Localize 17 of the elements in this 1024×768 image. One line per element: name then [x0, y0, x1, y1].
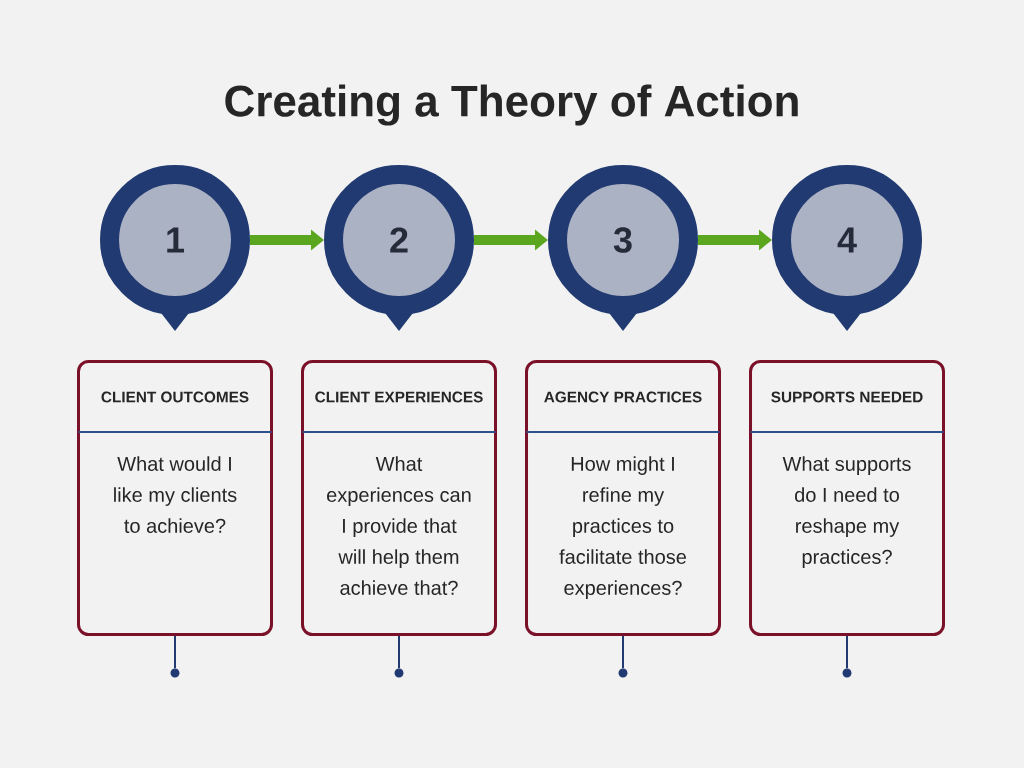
question-card — [301, 360, 497, 636]
connector-line — [398, 635, 400, 670]
card-text: What supports do I need to reshape my practices? — [782, 456, 911, 568]
card-heading: CLIENT EXPERIENCES — [315, 391, 483, 403]
title: Creating a Theory of Action — [225, 84, 798, 126]
question-card — [77, 360, 273, 636]
question-card — [749, 360, 945, 636]
connector-line — [174, 635, 176, 670]
connector-line — [846, 635, 848, 670]
card-heading: CLIENT OUTCOMES — [101, 391, 249, 403]
card-heading: AGENCY PRACTICES — [544, 391, 702, 403]
connector-line — [622, 635, 624, 670]
card-heading: SUPPORTS NEEDED — [771, 391, 923, 403]
card-text: What experiences can I provide that will help them achieve that? — [327, 456, 471, 595]
card-text: What would I like my clients to achieve? — [114, 456, 237, 533]
question-card — [525, 360, 721, 636]
card-text: How might I refine my practices to facilitate those experiences? — [559, 456, 686, 599]
